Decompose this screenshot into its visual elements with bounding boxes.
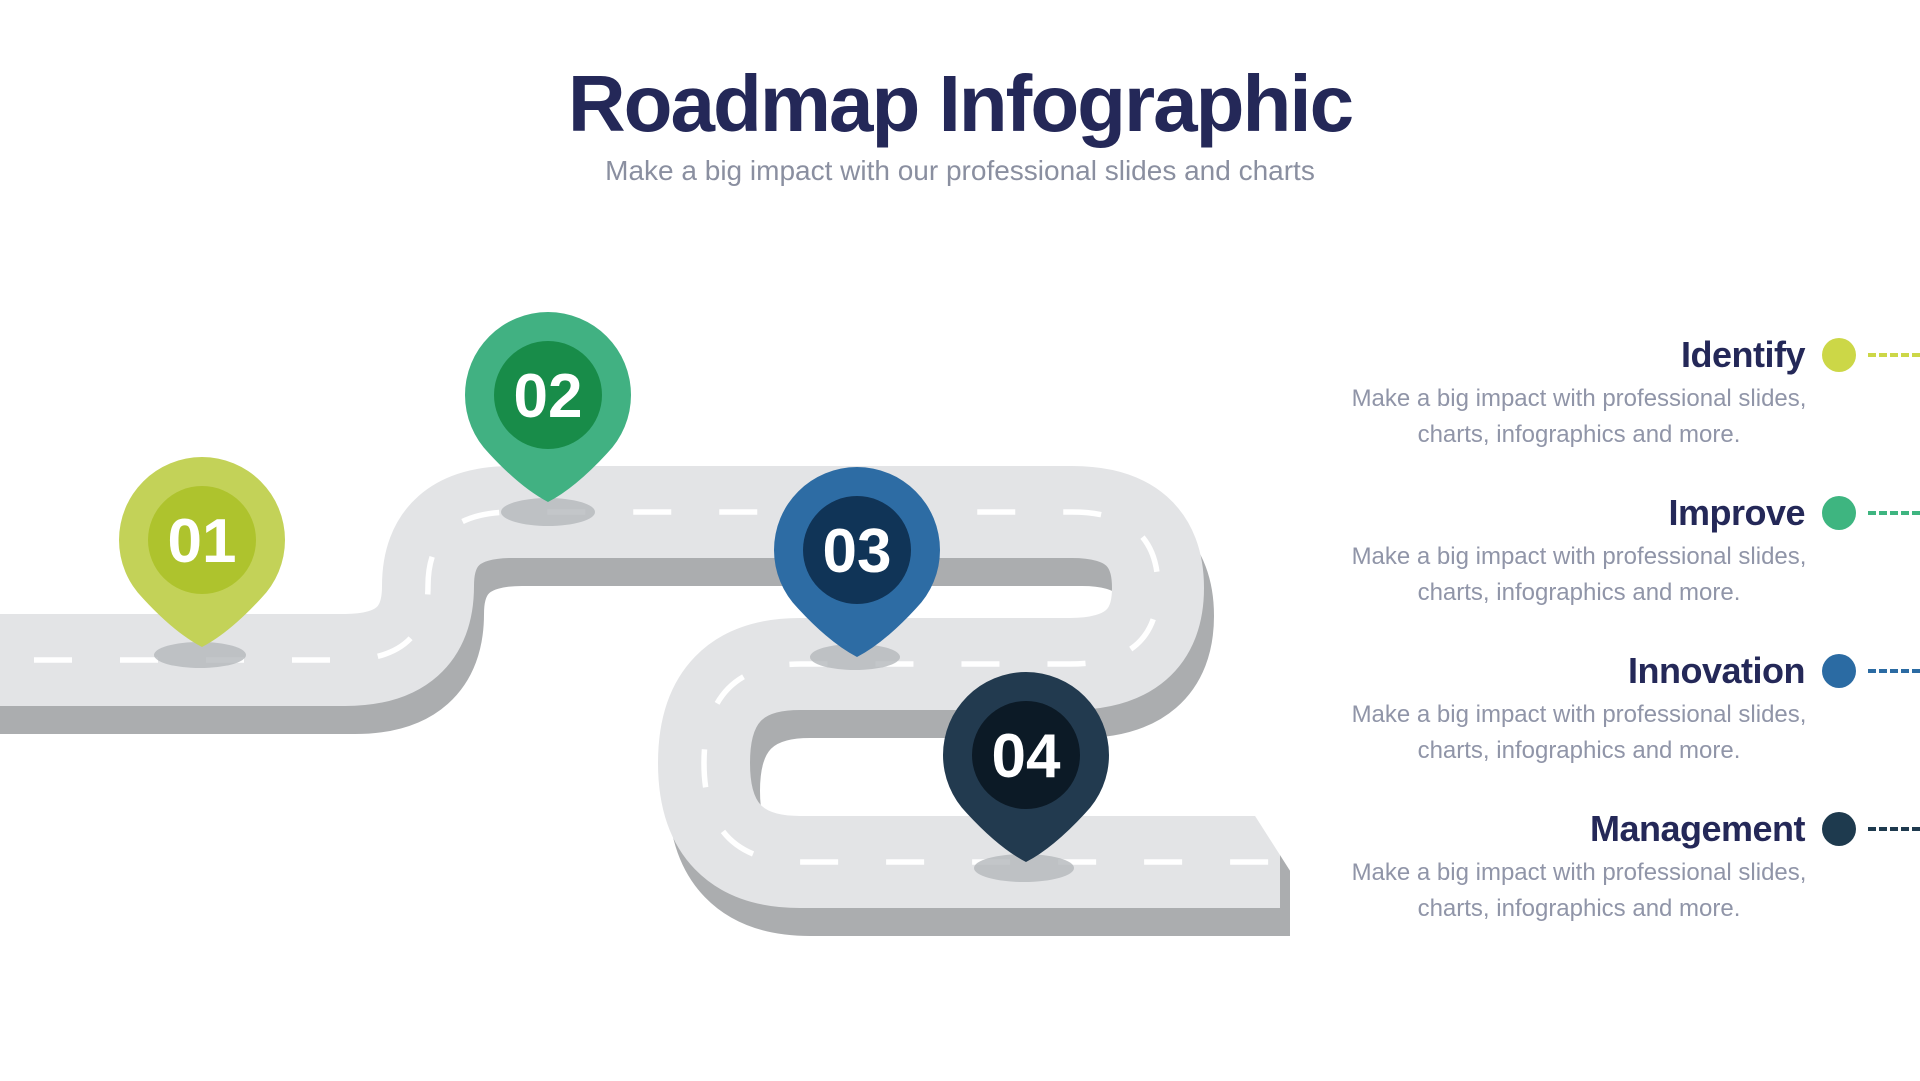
legend-dash-line: [1868, 353, 1920, 357]
legend-row-title: Management: [1589, 808, 1806, 849]
road-end-cut: [1250, 808, 1352, 968]
legend-row-innovation: Innovation Make a big impact with profes…: [1280, 643, 1920, 775]
map-pin-02: 02: [465, 312, 631, 502]
pin-number: 03: [823, 517, 892, 586]
legend-row-management: Management Make a big impact with profes…: [1280, 801, 1920, 933]
legend-row-improve: Improve Make a big impact with professio…: [1280, 485, 1920, 617]
legend-dot: [1822, 654, 1856, 688]
map-pin-03: 03: [773, 467, 940, 657]
legend-dash-line: [1868, 827, 1920, 831]
legend-row-head: Improve: [1668, 485, 1920, 541]
legend-row-head: Management: [1590, 801, 1920, 857]
legend-row-description: Make a big impact with professional slid…: [1351, 385, 1807, 448]
legend-row-title: Identify: [1680, 334, 1806, 375]
pin-number: 04: [992, 722, 1061, 791]
legend-row-title: Improve: [1668, 492, 1805, 533]
legend-dot: [1822, 338, 1856, 372]
pin-inner-circle: [494, 341, 602, 449]
header: Roadmap Infographic Make a big impact wi…: [0, 0, 1920, 188]
pin-shadow-01: [154, 642, 246, 668]
legend-row-head: Innovation: [1628, 643, 1920, 699]
page-subtitle: Make a big impact with our professional …: [605, 155, 1315, 186]
pin-shadow-03: [810, 644, 900, 670]
legend-dash-line: [1868, 669, 1920, 673]
pin-shadow-04: [974, 854, 1074, 882]
legend-row-title: Innovation: [1628, 650, 1806, 691]
legend-dash-line: [1868, 511, 1920, 515]
map-pin-04: 04: [942, 672, 1109, 862]
roadmap-illustration: 01 02 03 04: [0, 312, 1352, 968]
legend-row-description: Make a big impact with professional slid…: [1351, 543, 1807, 606]
legend-row-head: Identify: [1681, 327, 1920, 383]
legend-dot: [1822, 496, 1856, 530]
pin-number: 02: [514, 362, 583, 431]
pin-inner-circle: [803, 496, 911, 604]
pin-number: 01: [168, 507, 237, 576]
road-centerline-dashes: [0, 509, 1280, 865]
map-pin-01: 01: [119, 457, 285, 647]
legend-row-identify: Identify Make a big impact with professi…: [1280, 327, 1920, 459]
pin-inner-circle: [148, 486, 256, 594]
legend: Identify Make a big impact with professi…: [1280, 0, 1920, 1081]
legend-row-description: Make a big impact with professional slid…: [1351, 859, 1807, 922]
pin-shadow-02: [501, 498, 595, 526]
pin-inner-circle: [972, 701, 1080, 809]
page-title: Roadmap Infographic: [567, 59, 1354, 148]
legend-row-description: Make a big impact with professional slid…: [1351, 701, 1807, 764]
legend-dot: [1822, 812, 1856, 846]
